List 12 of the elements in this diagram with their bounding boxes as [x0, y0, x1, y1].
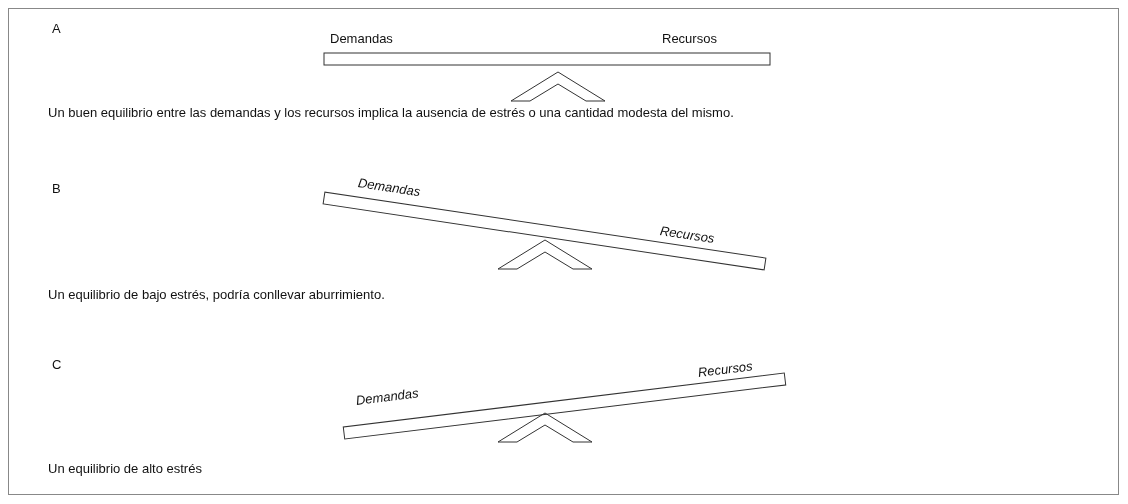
beam-label: Recursos [696, 357, 754, 382]
beam-label: Demandas [356, 174, 422, 202]
caption-text: Un equilibrio de alto estrés [48, 460, 202, 478]
panel-label: B [52, 180, 61, 198]
panel-label: C [52, 356, 62, 374]
panel-label: A [52, 20, 61, 38]
beam-label: Demandas [354, 384, 420, 410]
caption-text: Un buen equilibrio entre las demandas y los recursos implica la ausencia de estrés o una cantidad modesta del mismo. [48, 104, 735, 122]
beam-label: Recursos [658, 222, 716, 248]
caption-text: Un equilibrio de bajo estrés, podría conllevar aburrimiento. [48, 286, 385, 304]
beam-label: Recursos [662, 30, 717, 48]
beam-label: Demandas [330, 30, 393, 48]
